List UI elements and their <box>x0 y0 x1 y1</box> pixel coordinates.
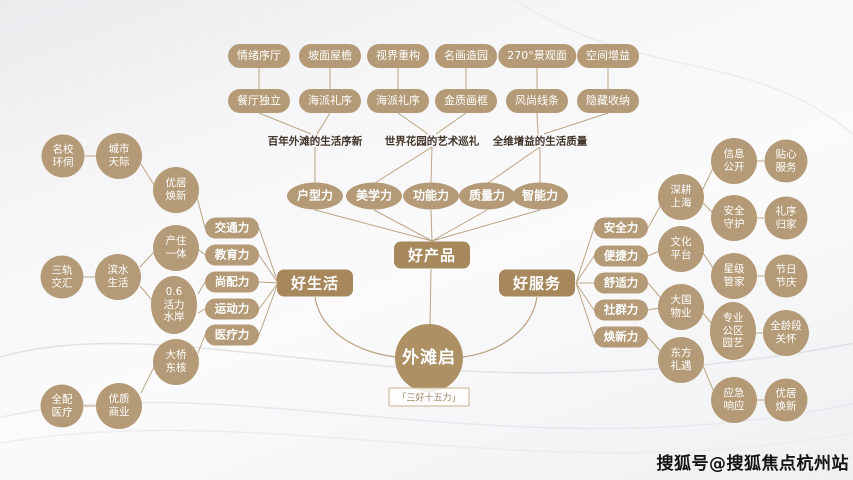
life-value-node: 三轨 交汇 <box>40 255 84 299</box>
product-feature-node: 海派礼序 <box>299 89 361 113</box>
watermark-text: 搜狐号@搜狐焦点杭州站 <box>656 454 849 474</box>
category-service: 好服务 <box>499 269 575 297</box>
category-product: 好产品 <box>394 241 470 269</box>
product-power-node: 智能力 <box>512 182 568 210</box>
service-value-node: 星级 管家 <box>711 253 757 299</box>
product-feature-node: 情绪序厅 <box>228 44 290 68</box>
category-life: 好生活 <box>277 269 353 297</box>
product-feature-node: 海派礼序 <box>367 89 429 113</box>
product-group-label: 百年外滩的生活序新 <box>267 135 363 148</box>
product-feature-node: 270°景观面 <box>498 44 576 68</box>
product-feature-node: 视界重构 <box>367 44 429 68</box>
product-feature-node: 名画造园 <box>435 44 497 68</box>
life-power-node: 交通力 <box>205 217 259 239</box>
service-value-node: 东方 礼遇 <box>658 337 704 383</box>
product-feature-node: 风尚线条 <box>506 89 568 113</box>
service-value-node: 贴心 服务 <box>764 139 808 183</box>
product-feature-node: 餐厅独立 <box>228 89 290 113</box>
life-value-node: 城市 天际 <box>96 133 142 179</box>
product-power-node: 美学力 <box>346 182 402 210</box>
life-value-node: 产住 一体 <box>153 225 199 271</box>
service-power-node: 社群力 <box>594 299 648 321</box>
service-value-node: 应急 响应 <box>711 377 757 423</box>
service-value-node: 礼序 归家 <box>764 196 808 240</box>
product-power-node: 户型力 <box>287 182 343 210</box>
service-value-node: 大国 物业 <box>658 284 704 330</box>
service-value-node: 专业 公区 园艺 <box>710 302 756 360</box>
life-value-node: 0.6 活力 水岸 <box>151 276 197 334</box>
service-power-node: 便捷力 <box>594 245 648 267</box>
product-power-node: 质量力 <box>459 182 515 210</box>
product-feature-node: 金质画框 <box>435 89 497 113</box>
life-value-node: 优质 商业 <box>96 383 142 429</box>
life-value-node: 全配 医疗 <box>40 384 84 428</box>
life-value-node: 优居 焕新 <box>153 167 199 213</box>
service-value-node: 安全 守护 <box>711 195 757 241</box>
service-value-node: 节日 节庆 <box>764 254 808 298</box>
product-power-node: 功能力 <box>403 182 459 210</box>
product-group-label: 世界花园的艺术巡礼 <box>384 135 480 148</box>
life-power-node: 尚配力 <box>205 271 259 293</box>
service-power-node: 舒适力 <box>594 272 648 294</box>
product-feature-node: 空间增益 <box>577 44 639 68</box>
life-value-node: 滨水 生活 <box>95 254 141 300</box>
product-feature-node: 隐藏收纳 <box>577 89 639 113</box>
service-power-node: 焕新力 <box>594 326 648 348</box>
product-group-label: 全维增益的生活质量 <box>492 135 588 148</box>
product-feature-node: 坡面屋檐 <box>299 44 361 68</box>
life-power-node: 运动力 <box>205 298 259 320</box>
service-value-node: 优居 焕新 <box>764 378 808 422</box>
life-value-node: 大桥 东核 <box>153 339 199 385</box>
life-value-node: 名校 环伺 <box>41 134 85 178</box>
life-power-node: 医疗力 <box>205 324 259 346</box>
service-value-node: 深耕 上海 <box>658 174 704 220</box>
center-subtitle: 「三好十五力」 <box>388 387 470 407</box>
service-value-node: 文化 平台 <box>658 226 704 272</box>
service-value-node: 信息 公开 <box>711 138 757 184</box>
service-power-node: 安全力 <box>594 217 648 239</box>
life-power-node: 教育力 <box>205 244 259 266</box>
service-value-node: 全龄段 关怀 <box>763 310 809 356</box>
center-node: 外滩启 <box>395 324 463 392</box>
